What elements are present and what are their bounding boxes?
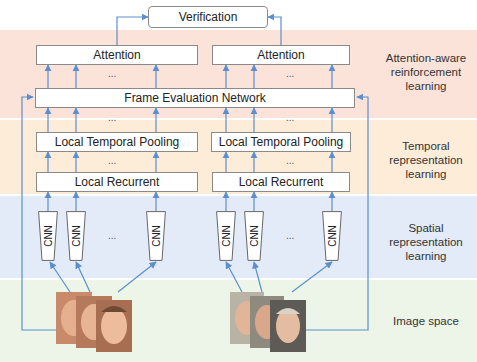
ellipsis-mark: ... [286, 230, 294, 241]
connector-arrow [155, 108, 156, 132]
connector-arrow [225, 65, 226, 88]
band [0, 196, 477, 278]
connector-arrow [225, 152, 226, 172]
node-text: Attention [253, 48, 308, 62]
node-text: CNN [327, 225, 338, 247]
connector-arrow [253, 152, 254, 172]
connector-arrow [225, 192, 226, 211]
connector-arrow [47, 152, 48, 172]
stage-label: Spatial representation learning [378, 222, 474, 263]
cnn-block: CNN [216, 211, 236, 261]
band [0, 120, 477, 194]
connector-arrow [331, 192, 332, 211]
cnn-block: CNN [322, 211, 342, 261]
attention-box: Attention [212, 45, 350, 65]
ellipsis-mark: ... [286, 112, 294, 123]
node-text: CNN [71, 225, 82, 247]
node-text: CNN [43, 225, 54, 247]
connector-arrow [47, 65, 48, 88]
connector-arrow [47, 192, 48, 211]
recurrent-box: Local Recurrent [212, 172, 350, 192]
node-text: Local Recurrent [71, 175, 164, 189]
connector-arrow [155, 152, 156, 172]
connector-arrow [331, 108, 332, 132]
connector-arrow [253, 108, 254, 132]
network-box: Frame Evaluation Network [35, 88, 355, 108]
connector-arrow [47, 108, 48, 132]
verification-box: Verification [148, 6, 268, 28]
ellipsis-mark: ... [108, 68, 116, 79]
face-images [56, 292, 306, 352]
connector-arrow [253, 192, 254, 211]
connector-arrow [155, 192, 156, 211]
image-arrows [50, 262, 332, 292]
cnn-block: CNN [66, 211, 86, 261]
pooling-box: Local Temporal Pooling [211, 132, 352, 152]
ellipsis-mark: ... [108, 230, 116, 241]
connector-arrow [117, 17, 148, 45]
ellipsis-mark: ... [108, 155, 116, 166]
connector-arrow [155, 65, 156, 88]
band [0, 280, 477, 362]
node-text: CNN [249, 225, 260, 247]
connector-arrow [253, 65, 254, 88]
node-text: Local Temporal Pooling [215, 135, 348, 149]
node-text: CNN [151, 225, 162, 247]
stage-label: Attention-aware reinforcement learning [378, 52, 474, 93]
node-text: Local Temporal Pooling [51, 135, 184, 149]
connector-arrow [75, 152, 76, 172]
connector-arrow [225, 108, 226, 132]
band [0, 30, 477, 118]
ellipsis-mark: ... [108, 112, 116, 123]
recurrent-box: Local Recurrent [36, 172, 198, 192]
cnn-block: CNN [146, 211, 166, 261]
connector-arrow [268, 17, 281, 45]
cnn-block: CNN [38, 211, 58, 261]
cnn-block: CNN [244, 211, 264, 261]
attention-box: Attention [36, 45, 198, 65]
node-text: Local Recurrent [235, 175, 328, 189]
ellipsis-mark: ... [286, 68, 294, 79]
ellipsis-mark: ... [286, 155, 294, 166]
node-text: Frame Evaluation Network [120, 91, 269, 105]
connector-arrow [331, 152, 332, 172]
node-text: Verification [175, 10, 242, 24]
connector-arrow [75, 108, 76, 132]
node-text: Attention [89, 48, 144, 62]
stage-label: Image space [378, 315, 474, 329]
connector-arrow [75, 65, 76, 88]
node-text: CNN [221, 225, 232, 247]
pooling-box: Local Temporal Pooling [36, 132, 198, 152]
connector-arrow [75, 192, 76, 211]
stage-label: Temporal representation learning [378, 140, 474, 181]
connector-arrow [331, 65, 332, 88]
